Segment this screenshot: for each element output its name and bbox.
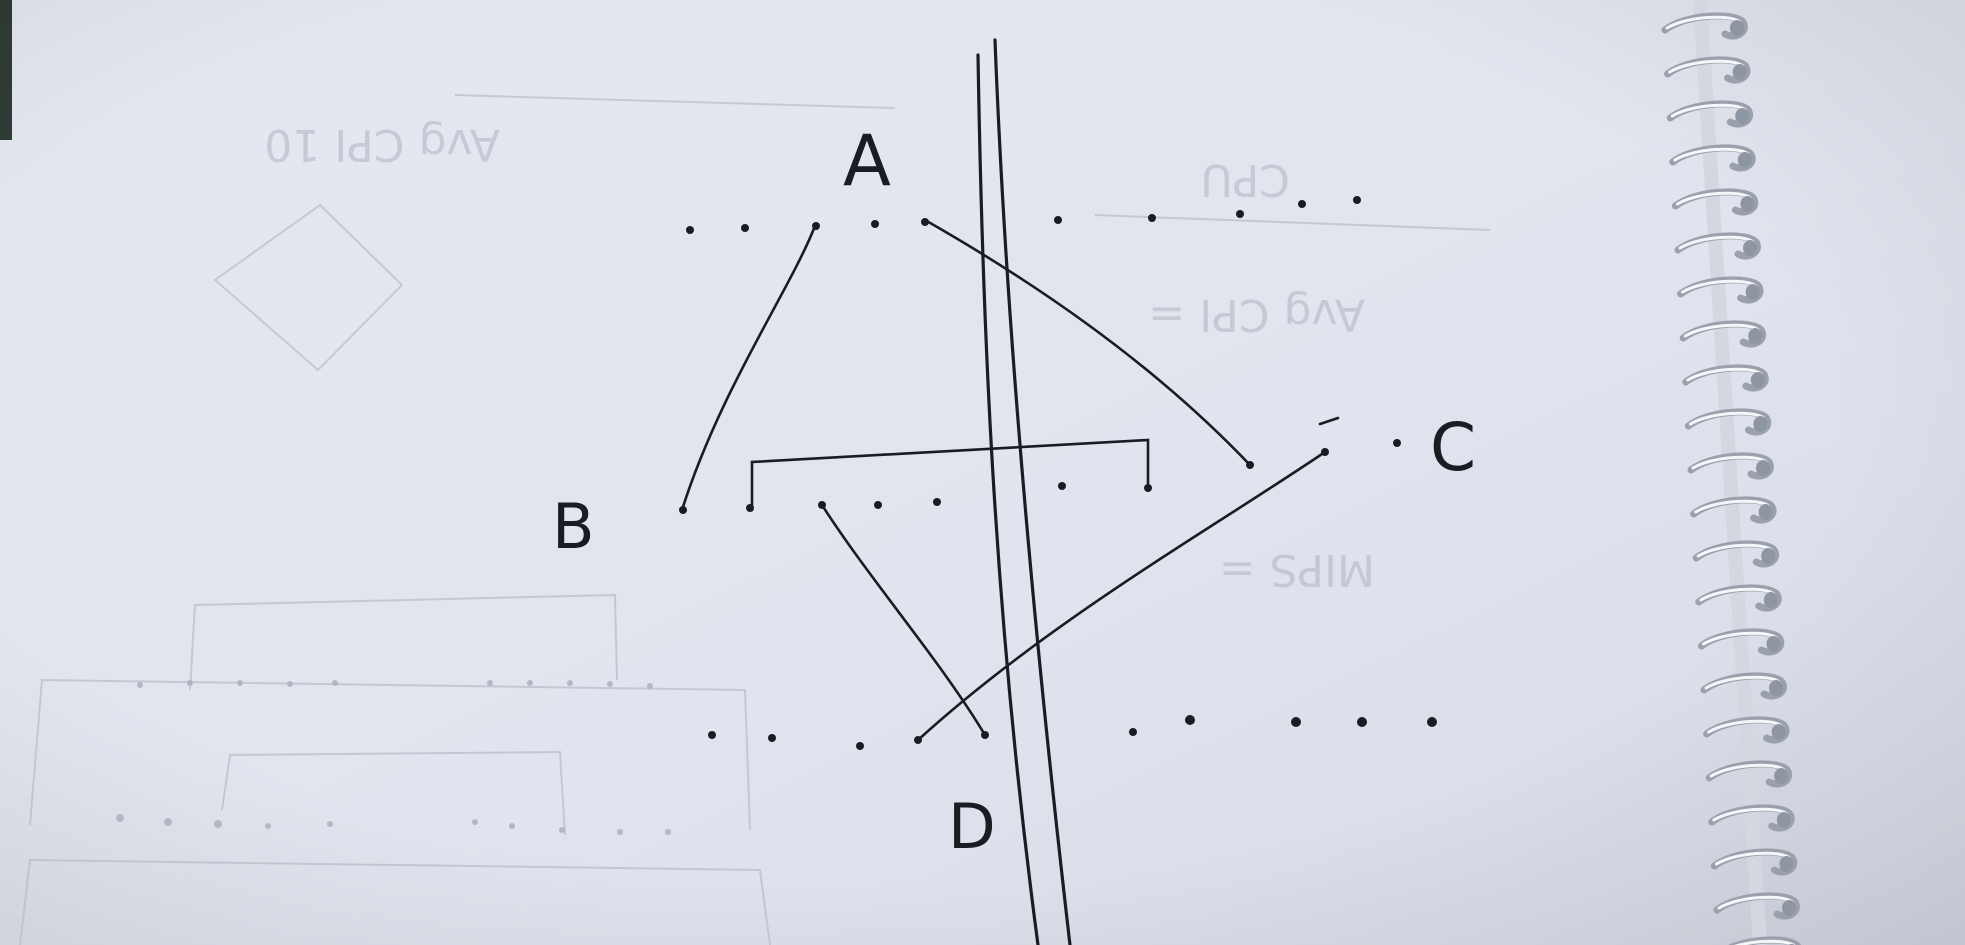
spiral-ring (1705, 760, 1793, 788)
edge-a-to-c (923, 218, 1252, 467)
ink-dots (679, 196, 1437, 750)
spiral-ring (1664, 56, 1751, 84)
label-a: A (843, 120, 891, 202)
ghost-text-1: Avg CPI 10 (264, 119, 500, 170)
ink-dot (1357, 717, 1367, 727)
ink-dot (1236, 210, 1244, 218)
spiral-binding (1661, 0, 1801, 945)
vertical-double-line (976, 38, 1072, 945)
ghost-text-4: MIPS = (1219, 544, 1375, 595)
ink-dot (746, 504, 754, 512)
label-d: D (948, 790, 996, 863)
ink-dot (1427, 717, 1437, 727)
show-through-text: Avg CPI 10 CPU Avg CPI = MIPS = (264, 119, 1375, 595)
spiral-ring (1697, 628, 1785, 656)
edge-a-to-b (680, 224, 817, 512)
spiral-ring (1679, 320, 1767, 348)
label-c: C (1430, 409, 1476, 486)
spiral-ring (1674, 232, 1761, 260)
ink-dot (1058, 482, 1066, 490)
ink-dot (921, 218, 929, 226)
spiral-ring (1661, 12, 1748, 40)
spiral-ring (1682, 364, 1769, 392)
spiral-ring (1695, 584, 1782, 612)
ink-dot (1298, 200, 1306, 208)
ink-dot (1144, 484, 1152, 492)
connection-lines (680, 218, 1340, 742)
ink-dot (686, 226, 694, 234)
spiral-ring (1677, 276, 1764, 304)
ink-dot (741, 224, 749, 232)
spiral-ring (1703, 716, 1790, 744)
spiral-ring (1700, 672, 1787, 700)
spiral-ring (1684, 408, 1772, 436)
ink-dot (708, 731, 716, 739)
ink-dot (1353, 196, 1361, 204)
ghost-text-3: Avg CPI = (1148, 289, 1365, 340)
ink-dot (812, 222, 820, 230)
spiral-ring (1690, 496, 1777, 524)
spiral-ring (1713, 892, 1800, 920)
spiral-spine (1693, 0, 1767, 945)
edge-b-to-d (820, 503, 987, 737)
ink-dot (871, 220, 879, 228)
ink-dot (874, 501, 882, 509)
ink-dot (1291, 717, 1301, 727)
spiral-ring (1669, 144, 1756, 172)
spiral-ring (1710, 848, 1798, 876)
edge-c-to-d (916, 450, 1327, 742)
ink-dot (1246, 461, 1254, 469)
spiral-ring (1708, 804, 1795, 832)
ink-dot (818, 501, 826, 509)
spiral-ring (1692, 540, 1780, 568)
spiral-ring (1666, 100, 1754, 128)
show-through-dots (116, 680, 671, 835)
ink-dot (1054, 216, 1062, 224)
ink-dot (1129, 728, 1137, 736)
ink-dot (914, 736, 922, 744)
ink-dot (1393, 439, 1401, 447)
spiral-ring (1671, 188, 1759, 216)
ink-dot (856, 742, 864, 750)
ink-dot (981, 731, 989, 739)
ghost-text-2: CPU (1201, 154, 1290, 205)
spiral-ring (1687, 452, 1774, 480)
bracket-b (750, 438, 1150, 512)
ink-dot (768, 734, 776, 742)
ink-dot (933, 498, 941, 506)
label-b: B (552, 490, 595, 563)
ink-dot (1321, 448, 1329, 456)
ink-dot (1185, 715, 1195, 725)
ink-dot (679, 506, 687, 514)
show-through-layer (19, 94, 1491, 945)
ink-dot (1148, 214, 1156, 222)
tick-near-c (1318, 416, 1340, 426)
